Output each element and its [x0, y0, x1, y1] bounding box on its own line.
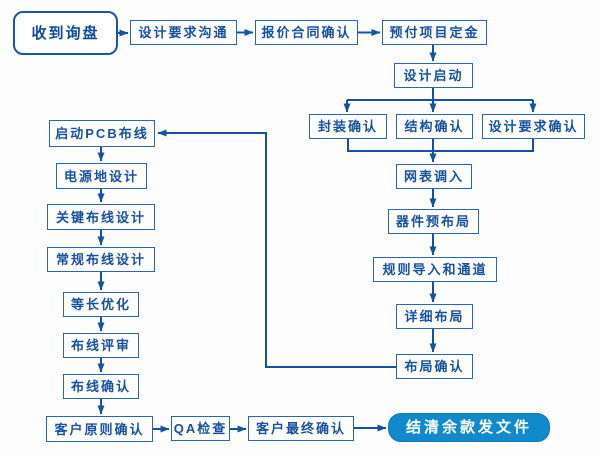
- flow-node-normal-routing: 常规布线设计: [47, 247, 155, 272]
- flow-node-label: 设计启动: [403, 68, 464, 83]
- flow-connector-placement-confirm-to-routing: [157, 129, 396, 368]
- flow-node-label: 布局确认: [404, 359, 465, 374]
- flow-node-customer-final: 客户最终确认: [248, 416, 354, 441]
- flow-node-label: 器件预布局: [395, 214, 471, 229]
- flow-node-structure-confirm: 结构确认: [396, 114, 473, 139]
- flow-node-label: 常规布线设计: [55, 252, 146, 267]
- flow-node-placement-confirm: 布局确认: [396, 354, 473, 379]
- flow-node-label: 详细布局: [404, 309, 465, 324]
- flow-node-label: 结构确认: [404, 119, 465, 134]
- flow-node-label: 启动PCB布线: [55, 126, 149, 141]
- flow-node-qa-check: QA检查: [171, 416, 230, 441]
- flow-node-pre-placement: 器件预布局: [388, 209, 479, 234]
- flow-node-label: 网表调入: [403, 169, 464, 184]
- flow-node-label: 设计要求确认: [488, 119, 579, 134]
- flow-node-customer-principle: 客户原则确认: [46, 416, 153, 442]
- flow-node-label: 电源地设计: [63, 168, 139, 184]
- flow-node-package-confirm: 封装确认: [309, 114, 387, 139]
- flow-node-power-ground: 电源地设计: [56, 163, 147, 189]
- flow-node-detailed-placement: 详细布局: [396, 304, 473, 329]
- flow-node-label: 布线评审: [70, 338, 131, 353]
- flow-node-routing-confirm: 布线确认: [63, 374, 139, 399]
- flow-node-label: 客户原则确认: [54, 421, 145, 437]
- flow-node-design-req-confirm: 设计要求确认: [482, 114, 585, 139]
- flow-node-label: 结清余款发文件: [405, 419, 532, 436]
- flow-node-label: 收到询盘: [31, 24, 100, 42]
- flow-node-netlist-import: 网表调入: [396, 164, 472, 189]
- flow-node-label: 客户最终确认: [255, 421, 346, 436]
- flow-node-design-start: 设计启动: [394, 63, 473, 88]
- flow-node-quote-confirm: 报价合同确认: [255, 20, 358, 45]
- flow-node-end: 结清余款发文件: [388, 413, 550, 442]
- flow-node-label: 预付项目定金: [389, 25, 480, 40]
- flow-node-critical-routing: 关键布线设计: [47, 204, 155, 230]
- flow-node-label: 规则导入和通道: [382, 262, 488, 277]
- flow-node-label: 等长优化: [70, 297, 131, 312]
- flow-node-label: 设计要求沟通: [138, 25, 229, 40]
- flow-node-length-tuning: 等长优化: [63, 292, 139, 317]
- flow-node-label: QA检查: [173, 421, 228, 436]
- flow-node-deposit: 预付项目定金: [382, 20, 487, 45]
- flow-node-pcb-routing-start: 启动PCB布线: [49, 120, 155, 147]
- flow-node-req-comm: 设计要求沟通: [130, 20, 237, 45]
- flow-node-label: 关键布线设计: [55, 209, 146, 225]
- flow-node-routing-review: 布线评审: [63, 333, 139, 358]
- flow-node-label: 布线确认: [70, 379, 131, 394]
- flow-node-rules-channel: 规则导入和通道: [373, 257, 497, 282]
- flow-node-label: 封装确认: [317, 119, 378, 134]
- flow-node-start: 收到询盘: [13, 11, 118, 55]
- flow-connector-merge-bar: [347, 139, 534, 152]
- flow-node-label: 报价合同确认: [261, 25, 352, 40]
